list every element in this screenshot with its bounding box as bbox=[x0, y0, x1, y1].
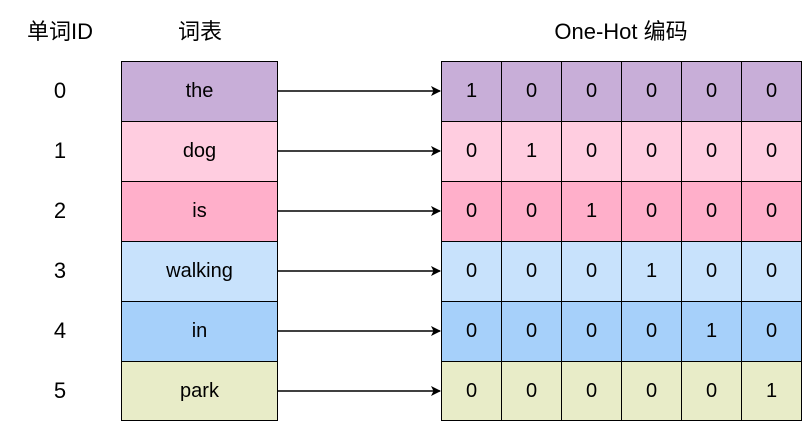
one-hot-cell: 1 bbox=[561, 181, 622, 241]
one-hot-cell: 0 bbox=[501, 301, 562, 361]
vocab-word: walking bbox=[121, 241, 278, 301]
header-vocabulary: 词表 bbox=[177, 19, 222, 44]
vocab-word: the bbox=[121, 61, 278, 121]
one-hot-cell: 0 bbox=[741, 301, 802, 361]
word-id: 4 bbox=[53, 318, 67, 343]
header-word-id: 单词ID bbox=[26, 19, 93, 44]
one-hot-cell: 0 bbox=[561, 361, 622, 421]
one-hot-cell: 0 bbox=[561, 61, 622, 121]
one-hot-cell: 1 bbox=[501, 121, 562, 181]
one-hot-cell: 0 bbox=[741, 121, 802, 181]
vocab-word: park bbox=[121, 361, 278, 421]
one-hot-cell: 0 bbox=[501, 241, 562, 301]
word-id: 3 bbox=[53, 258, 67, 283]
one-hot-cell: 0 bbox=[681, 241, 742, 301]
word-id: 1 bbox=[53, 138, 67, 163]
one-hot-cell: 0 bbox=[741, 61, 802, 121]
one-hot-cell: 0 bbox=[741, 181, 802, 241]
one-hot-cell: 0 bbox=[621, 61, 682, 121]
one-hot-cell: 0 bbox=[501, 181, 562, 241]
one-hot-cell: 0 bbox=[441, 301, 502, 361]
header-one-hot: One-Hot 编码 bbox=[554, 19, 688, 44]
one-hot-cell: 0 bbox=[681, 181, 742, 241]
one-hot-cell: 0 bbox=[441, 121, 502, 181]
one-hot-cell: 0 bbox=[561, 121, 622, 181]
one-hot-cell: 0 bbox=[441, 241, 502, 301]
word-id: 5 bbox=[53, 378, 67, 403]
one-hot-cell: 0 bbox=[681, 61, 742, 121]
one-hot-cell: 0 bbox=[681, 121, 742, 181]
one-hot-cell: 0 bbox=[441, 181, 502, 241]
vocab-word: in bbox=[121, 301, 278, 361]
one-hot-cell: 0 bbox=[621, 361, 682, 421]
one-hot-cell: 1 bbox=[621, 241, 682, 301]
word-id: 0 bbox=[53, 78, 67, 103]
one-hot-cell: 0 bbox=[501, 61, 562, 121]
one-hot-cell: 0 bbox=[621, 121, 682, 181]
one-hot-cell: 1 bbox=[441, 61, 502, 121]
one-hot-cell: 0 bbox=[621, 181, 682, 241]
one-hot-cell: 0 bbox=[501, 361, 562, 421]
vocab-word: is bbox=[121, 181, 278, 241]
one-hot-cell: 0 bbox=[441, 361, 502, 421]
one-hot-cell: 0 bbox=[681, 361, 742, 421]
one-hot-cell: 1 bbox=[741, 361, 802, 421]
one-hot-cell: 0 bbox=[741, 241, 802, 301]
one-hot-cell: 0 bbox=[561, 241, 622, 301]
one-hot-cell: 0 bbox=[561, 301, 622, 361]
vocab-word: dog bbox=[121, 121, 278, 181]
one-hot-cell: 1 bbox=[681, 301, 742, 361]
word-id: 2 bbox=[53, 198, 67, 223]
one-hot-cell: 0 bbox=[621, 301, 682, 361]
